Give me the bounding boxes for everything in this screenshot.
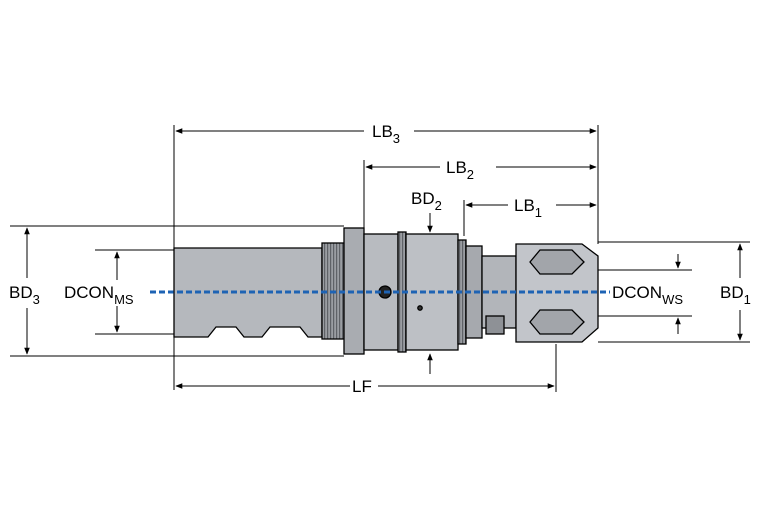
nut-hex-lower xyxy=(529,309,585,335)
label-lb3: LB3 xyxy=(372,122,400,146)
label-lb2: LB2 xyxy=(446,158,474,182)
label-bd3: BD3 xyxy=(9,283,40,307)
label-dcon-ws: DCONWS xyxy=(612,283,683,307)
dimension-labels: LB3 LB2 LB1 BD2 BD3 DCONMS DCONWS BD1 LF xyxy=(9,122,751,396)
small-hole xyxy=(417,305,423,311)
dimension-lines xyxy=(24,128,743,389)
label-lf: LF xyxy=(352,377,372,396)
label-lb1: LB1 xyxy=(514,196,542,220)
nut-hex-upper xyxy=(529,249,585,275)
key-tab xyxy=(485,315,505,335)
label-dcon-ms: DCONMS xyxy=(64,283,134,307)
label-bd2: BD2 xyxy=(411,189,442,213)
extension-lines xyxy=(10,125,750,392)
label-bd1: BD1 xyxy=(720,283,751,307)
